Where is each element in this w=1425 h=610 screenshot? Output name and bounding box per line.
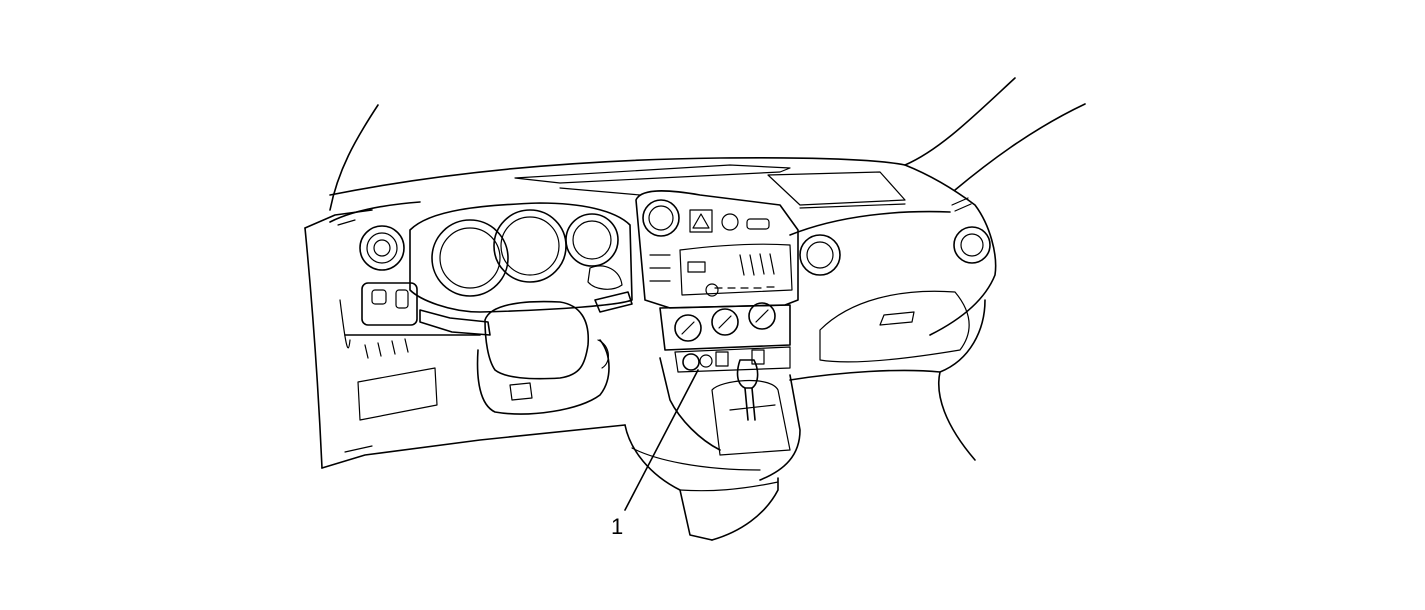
- center-stack: [635, 190, 799, 373]
- callout-1: 1: [611, 369, 699, 539]
- steering-wheel: [419, 291, 633, 415]
- dashboard-body: [304, 157, 997, 469]
- instrument-cluster: [409, 202, 633, 313]
- shifter-console: [624, 357, 801, 541]
- callout-1-leader: [624, 369, 699, 511]
- windshield-pillars: [329, 77, 1086, 211]
- passenger-vent: [799, 197, 991, 276]
- left-vent-and-switches: [337, 219, 438, 453]
- callout-1-label: 1: [611, 514, 623, 539]
